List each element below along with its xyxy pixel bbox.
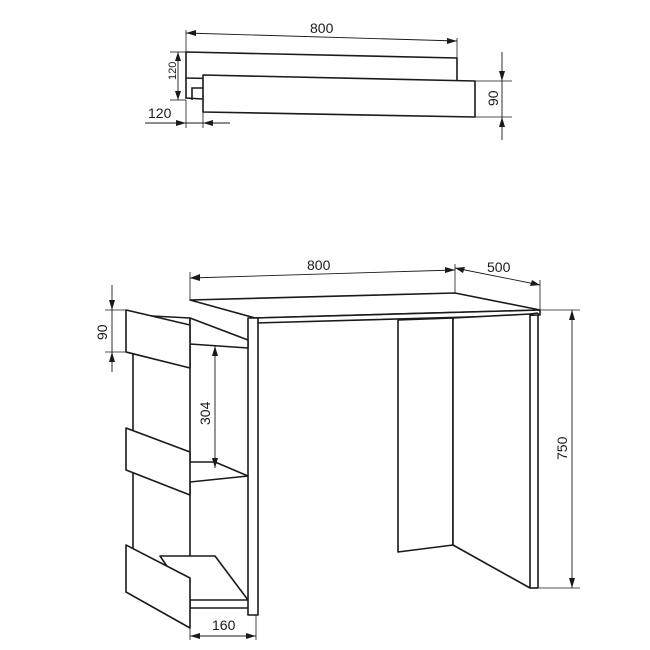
shelf-height-label: 120 <box>167 62 179 80</box>
desk-shelf-spacing-label: 304 <box>197 401 213 425</box>
shelf-width-dim-line <box>185 32 458 42</box>
shelf-front-top <box>125 309 191 369</box>
shelf-front-height-label: 90 <box>485 90 501 106</box>
desk-depth-dim-line <box>454 267 541 286</box>
desk-shelf-depth-label: 160 <box>212 617 236 633</box>
shelf-front-plate <box>202 74 476 118</box>
shelf-front-middle <box>125 427 191 496</box>
desk-width-label: 800 <box>307 257 331 273</box>
bookcase-shelf-top <box>189 317 249 349</box>
desk-left-panel <box>247 317 259 616</box>
desk-width-dim-line <box>189 269 456 279</box>
desk-right-leg-panel <box>397 317 454 553</box>
shelf-width-label: 800 <box>310 20 334 36</box>
shelf-side-edge <box>185 78 204 100</box>
desk-drawing: 800 500 750 90 304 160 <box>94 257 580 640</box>
desk-right-leg-side <box>452 313 531 589</box>
desk-depth-label: 500 <box>487 259 511 275</box>
desk-shelf-front-label: 90 <box>94 324 110 340</box>
shelf-depth-label: 120 <box>148 105 172 121</box>
shelf-bottom-edge <box>191 87 203 100</box>
shelf-drawing: 800 120 120 90 <box>145 20 512 140</box>
desk-height-label: 750 <box>554 436 570 460</box>
